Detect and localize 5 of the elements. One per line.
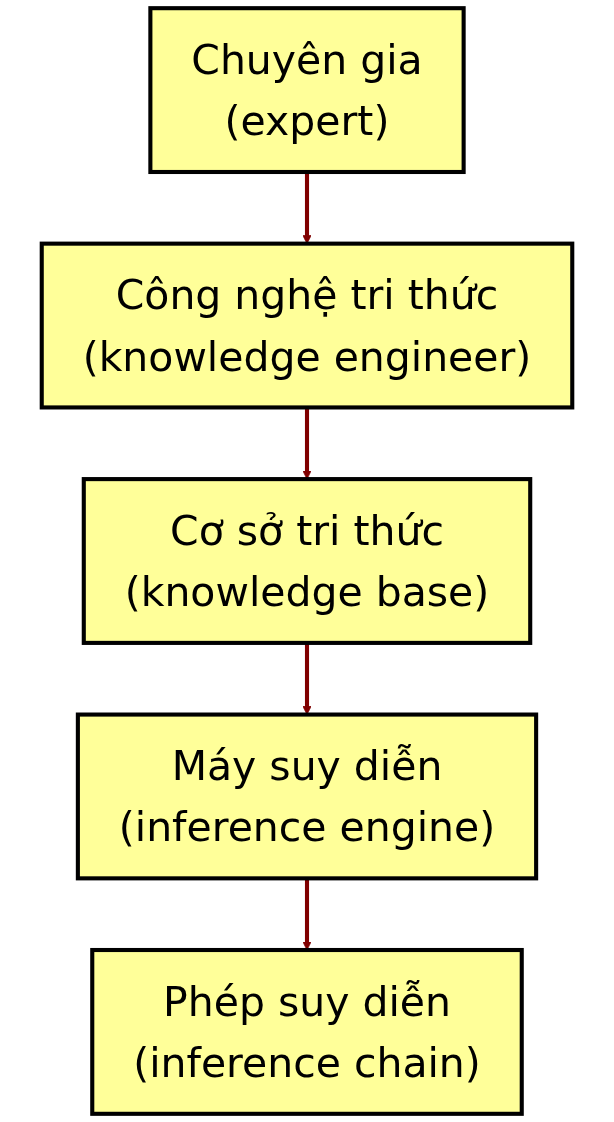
node-box: Máy suy diễn (inference engine)	[75, 712, 539, 881]
node-box: Chuyên gia (expert)	[148, 6, 466, 175]
node-box: Công nghệ tri thức (knowledge engineer)	[39, 241, 575, 410]
node-box: Cơ sở tri thức (knowledge base)	[81, 477, 533, 645]
node-box: Phép suy diễn (inference chain)	[90, 947, 524, 1116]
